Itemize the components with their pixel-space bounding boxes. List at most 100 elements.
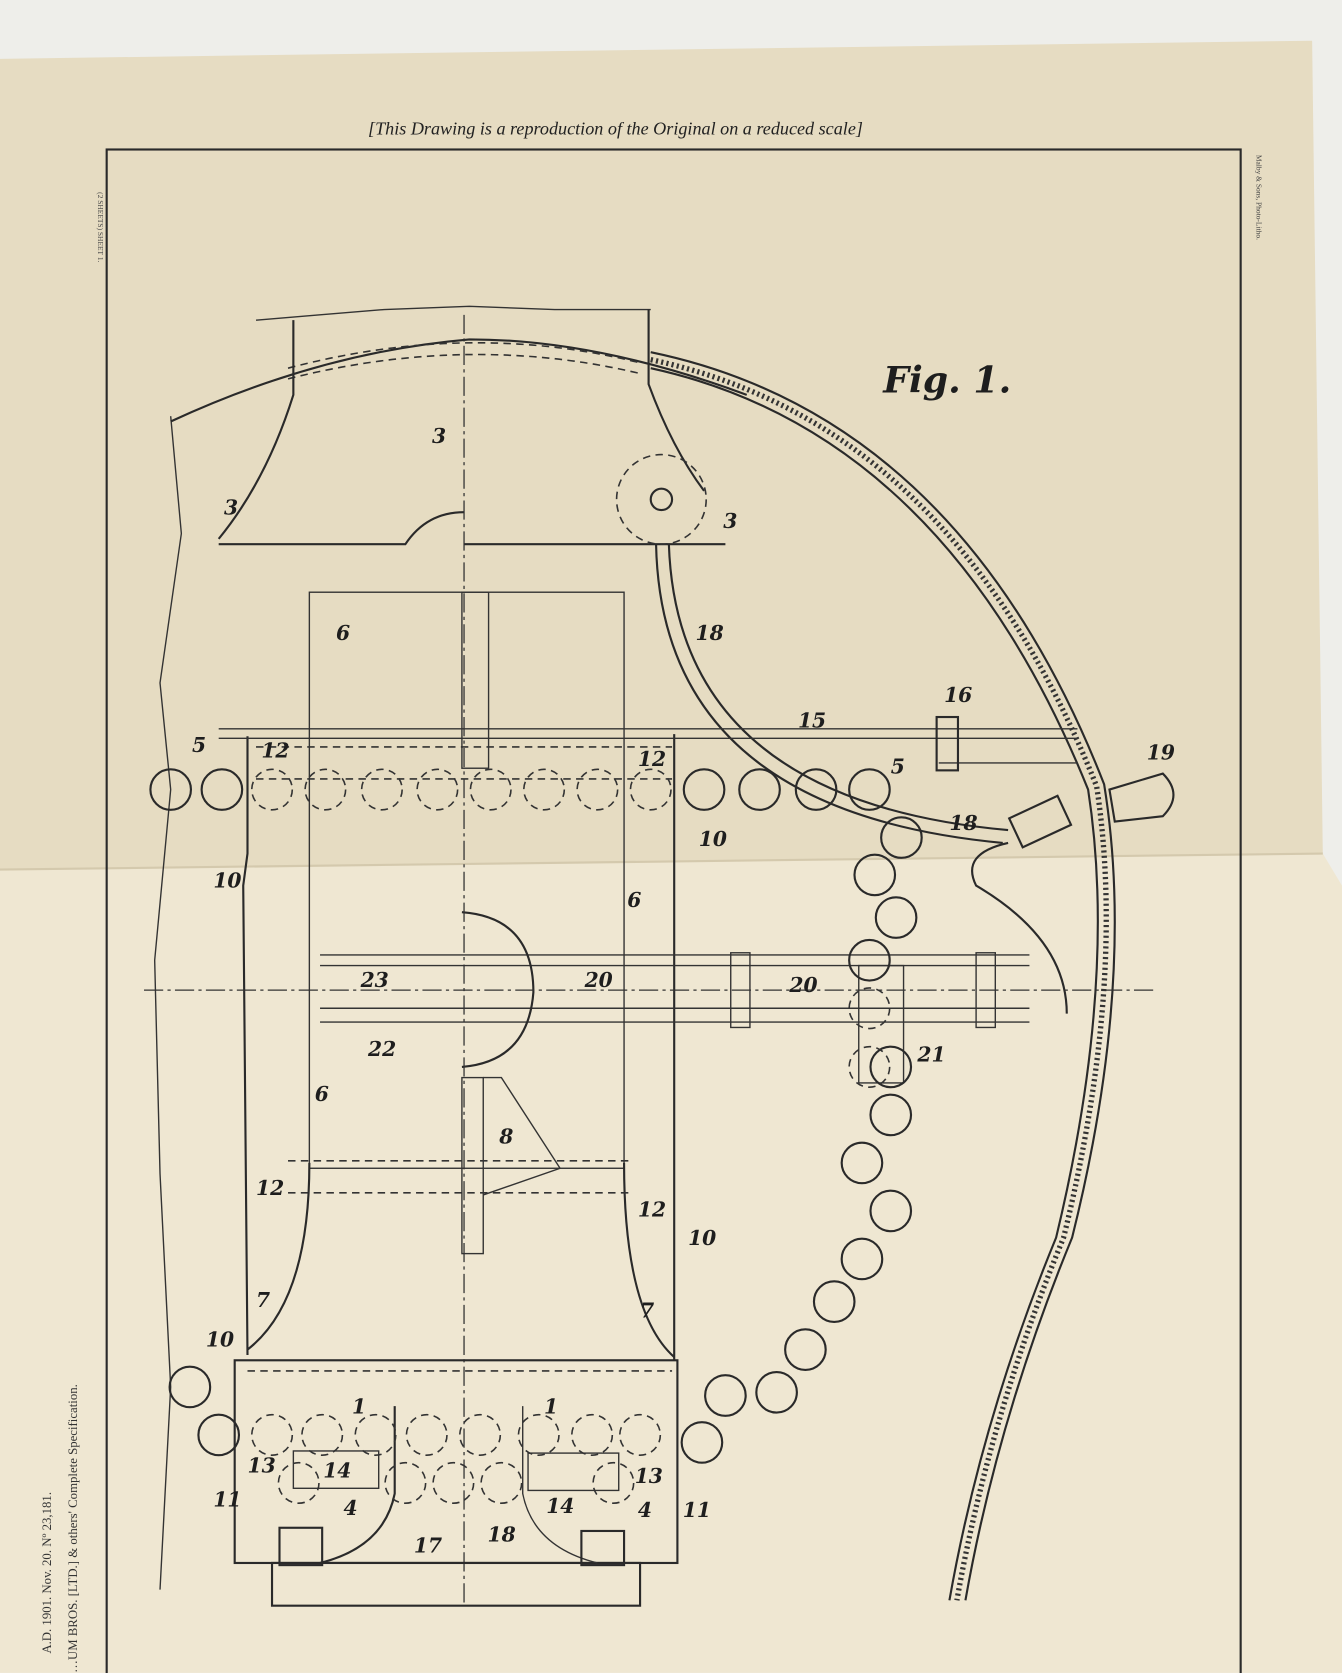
- pipe-18-inner: [667, 544, 1009, 832]
- sheet-marker: (2 SHEETS) SHEET 1.: [96, 192, 105, 262]
- block-14-left: [292, 1450, 380, 1489]
- part-label: 6: [315, 1082, 329, 1106]
- printer-mark: Malby & Sons, Photo-Litho.: [1255, 155, 1264, 240]
- part-label: 18: [949, 811, 977, 835]
- part-label: 4: [638, 1498, 652, 1522]
- part-label: 3: [432, 424, 446, 448]
- roller-circle: [755, 1370, 798, 1414]
- part-label: 23: [360, 968, 389, 992]
- roller-circle: [432, 1461, 475, 1505]
- part-label: 19: [1147, 741, 1175, 765]
- bar-15: [218, 728, 1078, 764]
- dome-shell: [170, 338, 748, 423]
- part-label: 10: [699, 827, 727, 851]
- side-caption-1: A.D. 1901. Nov. 20. Nº 23,181.: [40, 1492, 54, 1654]
- nut-right: [580, 1529, 626, 1567]
- roller-circle: [869, 1093, 913, 1137]
- roller-circle: [149, 768, 193, 811]
- part-label: 3: [723, 509, 737, 533]
- sector: [461, 911, 535, 1068]
- roller-circle: [517, 1413, 560, 1457]
- part-label: 14: [546, 1494, 574, 1518]
- pipe-hose: [971, 841, 1068, 1014]
- roller-circle: [277, 1461, 320, 1505]
- roller-circle: [738, 768, 781, 811]
- roller-circle: [168, 1365, 212, 1409]
- base-plate: [270, 1561, 642, 1607]
- right-bracket: [647, 309, 705, 492]
- part-label: 20: [788, 973, 817, 997]
- roller-circle: [840, 1237, 884, 1281]
- plate-lower: [461, 1076, 484, 1255]
- arm-1-left: [319, 1406, 396, 1565]
- side-wall-10-left: [242, 736, 249, 1355]
- side-caption-2: …UM BROS. [LTD.] & others' Complete Spec…: [66, 1384, 80, 1673]
- roller-circle: [384, 1461, 427, 1505]
- part-label: 1: [544, 1395, 558, 1419]
- part-label: 10: [206, 1327, 234, 1351]
- arm-1-right: [522, 1406, 598, 1564]
- roller-circle: [618, 1413, 662, 1457]
- block-14-right: [527, 1452, 620, 1492]
- roller-circle: [458, 1413, 502, 1457]
- part-label: 13: [635, 1464, 663, 1488]
- roller-circle: [592, 1461, 635, 1505]
- roller-circle: [197, 1413, 241, 1457]
- roller-circle: [469, 768, 512, 811]
- casing-hatch: [650, 357, 1109, 1601]
- part-label: 8: [498, 1125, 513, 1149]
- roller-circle: [480, 1461, 523, 1505]
- roller-circle: [840, 1141, 884, 1185]
- figure-title: Fig. 1.: [882, 359, 1011, 402]
- outer-casing-inner: [650, 367, 1099, 1601]
- roller-circle: [250, 768, 294, 811]
- part-label: 14: [323, 1459, 351, 1483]
- member-3: [218, 511, 726, 546]
- roller-circle: [794, 768, 838, 811]
- nut-left: [278, 1526, 324, 1567]
- roller-circle: [304, 768, 347, 811]
- part-label: 6: [336, 621, 350, 645]
- roller-circle: [812, 1280, 856, 1323]
- roller-circle: [704, 1374, 747, 1417]
- roller-circle: [629, 768, 672, 811]
- roller-circle: [848, 987, 891, 1030]
- bars-12-lower: [288, 1159, 630, 1194]
- dome-inner-dashed: [287, 341, 641, 369]
- roller-circle: [682, 768, 726, 811]
- drawing-border: [105, 148, 1242, 1673]
- part-label: 10: [213, 869, 241, 893]
- pipe-18: [654, 544, 1003, 844]
- roller-circle: [784, 1328, 827, 1371]
- top-break: [255, 305, 651, 321]
- paper-lower: [0, 853, 1342, 1673]
- pulley-hub: [649, 487, 674, 512]
- roller-circle: [869, 1045, 913, 1089]
- roller-circle: [848, 938, 891, 982]
- part-label: 15: [798, 709, 826, 733]
- part-label: 11: [683, 1498, 711, 1522]
- part-label: 5: [192, 733, 206, 757]
- part-label: 6: [627, 888, 641, 912]
- part-label: 3: [224, 495, 238, 519]
- roller-circle: [405, 1413, 448, 1457]
- part-label: 10: [688, 1226, 716, 1250]
- roller-circle: [848, 768, 891, 811]
- roller-circle: [354, 1413, 397, 1457]
- plate-upper: [461, 591, 490, 769]
- clamp-16: [935, 715, 960, 772]
- outer-casing: [650, 351, 1116, 1601]
- roller-circle: [416, 768, 459, 811]
- part-label: 16: [944, 683, 972, 707]
- break-outline: [153, 416, 183, 1590]
- flare-7-right: [622, 1162, 675, 1358]
- part-label: 7: [640, 1299, 654, 1323]
- part-label: 18: [488, 1523, 516, 1547]
- part-label: 5: [891, 755, 905, 779]
- fitting-19: [1007, 794, 1073, 849]
- roller-circle: [250, 1413, 294, 1457]
- left-bracket: [217, 320, 295, 540]
- part-label: 17: [414, 1533, 442, 1557]
